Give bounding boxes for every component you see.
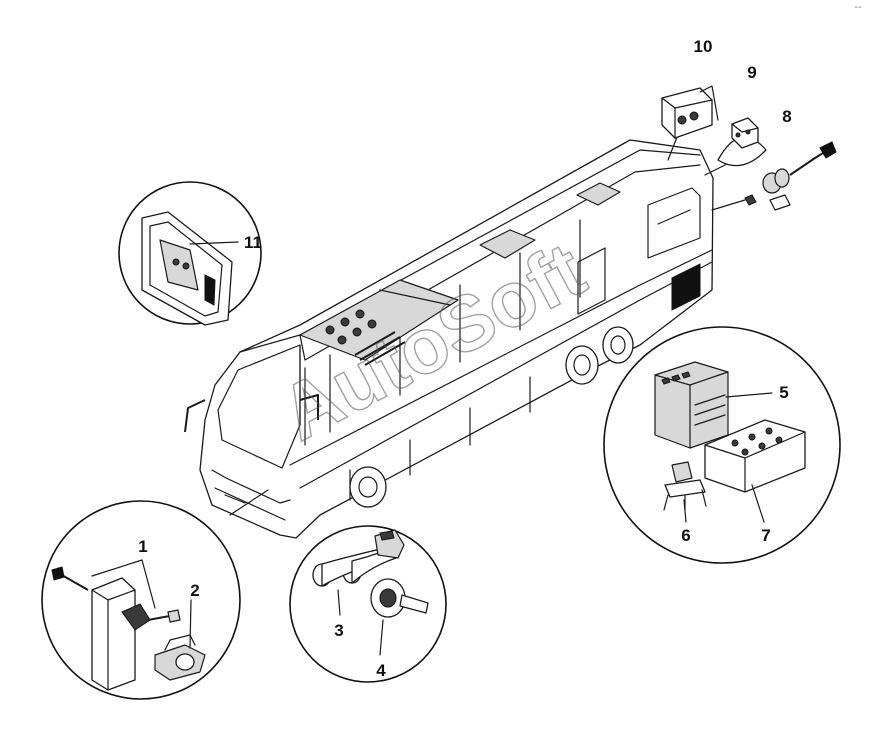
component-8-connector-cable [744, 141, 837, 211]
callout-2: 2 [190, 581, 199, 600]
callout-1: 1 [138, 537, 147, 556]
callout-6: 6 [681, 526, 690, 545]
front-wheel [349, 466, 387, 508]
rear-grill [671, 263, 701, 311]
component-9-sensor-dome [717, 117, 767, 167]
callout-9: 9 [747, 63, 756, 82]
component-1-stalk-switch [51, 566, 181, 691]
callout-3: 3 [334, 621, 343, 640]
detail-circle-11 [118, 181, 262, 326]
component-2-bulb-socket [154, 634, 206, 681]
component-7-battery [704, 419, 806, 493]
callout-7: 7 [761, 526, 770, 545]
detail-circle-3-4 [289, 525, 447, 683]
callout-11: 11 [244, 233, 262, 252]
callout-8: 8 [782, 107, 791, 126]
roof-ac-unit [299, 279, 459, 366]
callout-10: 10 [694, 37, 713, 56]
rear-wheel-1 [565, 345, 599, 385]
roof-hatch-2 [576, 182, 621, 206]
bus-illustration [184, 121, 746, 539]
component-11-display-unit [141, 211, 233, 326]
component-4-disc-horn [370, 578, 429, 618]
callout-5: 5 [779, 383, 788, 402]
detail-circle-5-6-7 [603, 326, 841, 564]
component-5-relay-block [654, 361, 729, 449]
callout-4: 4 [376, 661, 386, 680]
component-6-battery-switch [663, 461, 707, 511]
detail-circle-1-2 [41, 500, 241, 700]
component-10-control-box [661, 85, 719, 139]
rear-wheel-2 [602, 326, 634, 364]
roof-hatch-1 [479, 229, 536, 259]
component-3-air-horns [312, 529, 405, 587]
corner-mark: -- [854, 2, 862, 13]
